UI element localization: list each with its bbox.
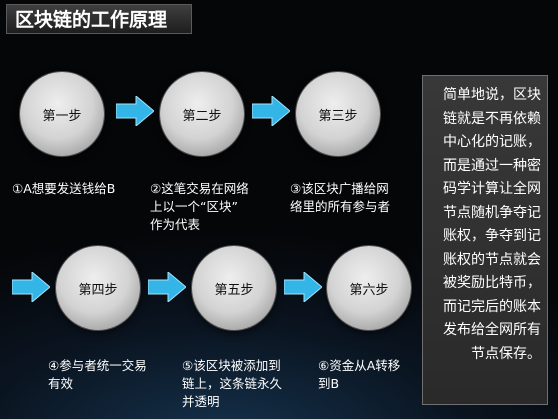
- step-4-circle: 第四步: [56, 246, 140, 330]
- right-arrow-icon: [252, 96, 290, 126]
- step-1-label: 第一步: [42, 108, 82, 124]
- step-6-desc: ⑥资金从A转移 到B: [318, 358, 401, 391]
- step-4-label: 第四步: [78, 282, 118, 298]
- right-arrow-icon: [116, 96, 154, 126]
- summary-panel: 简单地说，区块 链就是不再依赖 中心化的记账， 而是通过一种密 码学计算让全网 …: [422, 75, 548, 405]
- step-3-desc: ③该区块广播给网 络里的所有参与者: [290, 181, 391, 214]
- step-4-desc: ④参与者统一交易 有效: [48, 358, 147, 391]
- step-5-label: 第五步: [214, 282, 254, 298]
- step-5-desc: ⑤该区块被添加到 链上，这条链永久 并透明: [182, 358, 283, 409]
- page-title: 区块链的工作原理: [6, 4, 192, 34]
- step-2-desc: ②这笔交易在网络 上以一个“区块” 作为代表: [150, 181, 249, 232]
- right-arrow-icon: [284, 272, 322, 302]
- step-2-label: 第二步: [182, 108, 222, 124]
- step-3-label: 第三步: [318, 108, 358, 124]
- right-arrow-icon: [12, 272, 50, 302]
- step-1-desc: ①A想要发送钱给B: [12, 181, 116, 196]
- right-arrow-icon: [148, 272, 186, 302]
- step-1-circle: 第一步: [20, 72, 104, 156]
- step-6-label: 第六步: [349, 282, 389, 298]
- step-6-circle: 第六步: [327, 246, 411, 330]
- step-5-circle: 第五步: [192, 246, 276, 330]
- step-3-circle: 第三步: [296, 72, 380, 156]
- step-2-circle: 第二步: [160, 72, 244, 156]
